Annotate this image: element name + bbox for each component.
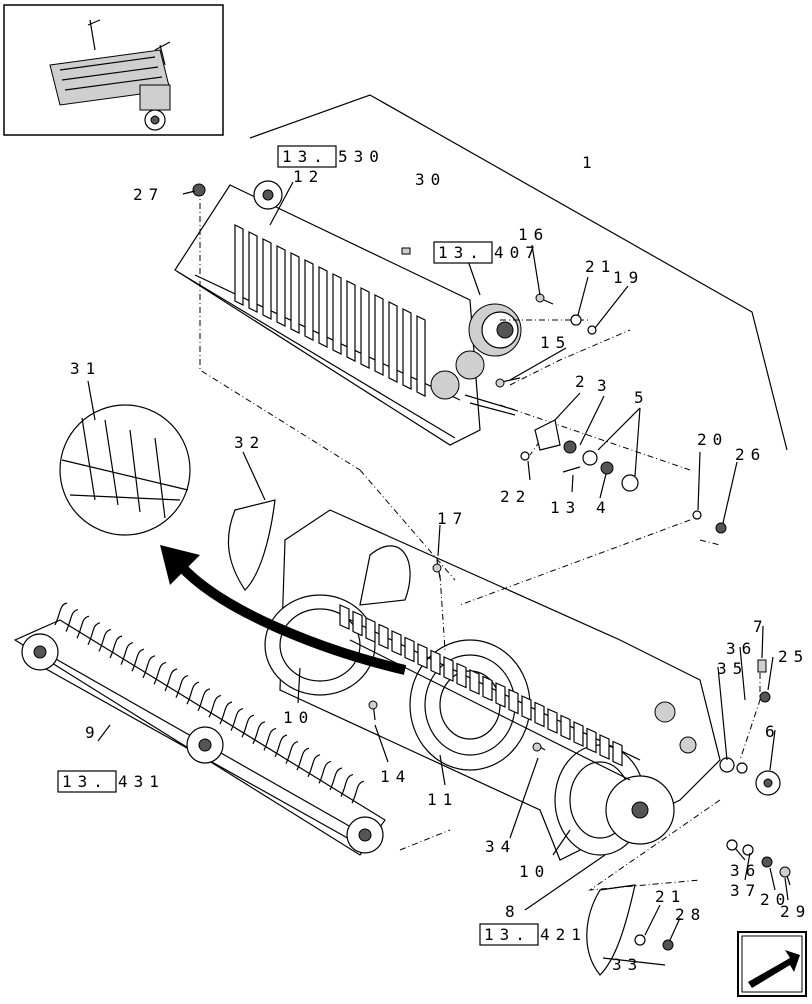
hardware — [192, 183, 791, 951]
callout-2: 2 — [575, 372, 591, 391]
overview-thumbnail — [3, 4, 224, 136]
callout-20: 20 — [697, 430, 728, 449]
callout-29: 29 — [780, 902, 811, 921]
callout-36: 36 — [730, 861, 761, 880]
callout-10: 10 — [519, 862, 550, 881]
callout-16: 16 — [518, 225, 549, 244]
callout-21: 21 — [655, 887, 686, 906]
callout-25: 25 — [778, 647, 809, 666]
reference-box-page: 407 — [494, 243, 541, 262]
direction-arrow — [160, 545, 407, 675]
callout-37: 37 — [730, 881, 761, 900]
callout-6: 6 — [765, 722, 781, 741]
callout-28: 28 — [675, 905, 706, 924]
reference-box[interactable]: 13. 530 — [277, 145, 385, 168]
reference-box-section: 13. — [484, 925, 531, 944]
callout-32: 32 — [234, 433, 265, 452]
reference-box[interactable]: 13. 421 — [479, 923, 587, 946]
callout-5: 5 — [634, 388, 650, 407]
label-leaders — [87, 181, 789, 966]
callout-7: 7 — [753, 617, 769, 636]
callout-4: 4 — [596, 498, 612, 517]
callout-31: 31 — [70, 359, 101, 378]
reference-box-section: 13. — [438, 243, 485, 262]
callout-27: 27 — [133, 185, 164, 204]
callout-15: 15 — [540, 333, 571, 352]
callout-22: 22 — [500, 487, 531, 506]
callout-14: 14 — [380, 767, 411, 786]
pickup-housing — [264, 509, 721, 861]
callout-11: 11 — [427, 790, 458, 809]
next-page-arrow-icon[interactable] — [737, 931, 807, 997]
callout-1: 1 — [582, 153, 598, 172]
callout-33: 33 — [612, 955, 643, 974]
reference-box-page: 530 — [338, 147, 385, 166]
guide-lines — [199, 190, 761, 891]
callout-17: 17 — [437, 509, 468, 528]
callout-21: 21 — [585, 257, 616, 276]
callout-9: 9 — [85, 723, 101, 742]
callout-35: 35 — [717, 659, 748, 678]
reference-box[interactable]: 13. 407 — [433, 241, 541, 264]
reference-box-section: 13. — [62, 772, 109, 791]
upper-rake-assembly — [174, 180, 522, 446]
callout-3: 3 — [597, 376, 613, 395]
lower-rotor — [13, 602, 386, 856]
callout-26: 26 — [735, 445, 766, 464]
reference-box-page: 431 — [118, 772, 165, 791]
callout-10: 10 — [283, 708, 314, 727]
shield-32 — [227, 499, 276, 591]
callout-36: 36 — [726, 639, 757, 658]
reference-box-page: 421 — [540, 925, 587, 944]
detail-circle — [59, 404, 191, 536]
callout-20: 20 — [760, 890, 791, 909]
callout-12: 12 — [293, 167, 324, 186]
reference-box[interactable]: 13. 431 — [57, 770, 165, 793]
callout-34: 34 — [485, 837, 516, 856]
leader-1 — [249, 94, 788, 451]
callout-19: 19 — [613, 268, 644, 287]
reference-box-section: 13. — [282, 147, 329, 166]
callout-30: 30 — [415, 170, 446, 189]
shield-33 — [586, 884, 636, 976]
callout-8: 8 — [505, 902, 521, 921]
callout-13: 13 — [550, 498, 581, 517]
